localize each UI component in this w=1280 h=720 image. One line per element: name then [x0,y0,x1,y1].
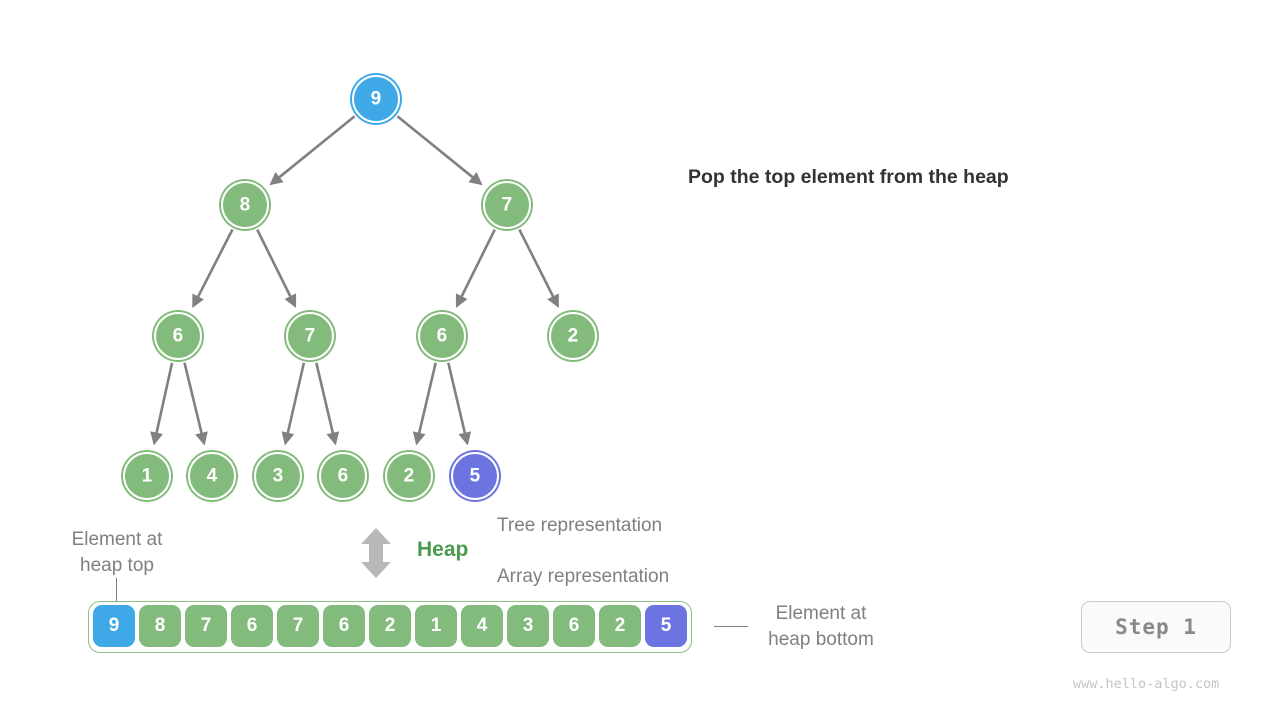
tree-node-value: 6 [172,325,184,346]
tree-edge [412,362,437,446]
tree-node-n10: 6 [319,452,367,500]
tree-node-value: 7 [501,194,513,215]
array-cell: 7 [185,605,227,647]
element-at-heap-bottom-line2: heap bottom [768,629,874,650]
array-cell: 6 [323,605,365,647]
tree-node-value: 6 [436,325,448,346]
tree-node-value: 2 [567,325,579,346]
tree-node-n8: 4 [188,452,236,500]
tree-node-n3: 6 [154,312,202,360]
tree-edge [396,115,483,186]
tree-edge [183,362,208,446]
tree-node-n4: 7 [286,312,334,360]
tree-node-value: 7 [304,325,316,346]
tree-node-value: 9 [370,88,382,109]
double-arrow-vertical-icon [358,527,394,579]
tree-edge [269,115,356,186]
tree-node-n6: 2 [549,312,597,360]
array-representation-label: Array representation [497,566,670,587]
tree-node-n0: 9 [352,75,400,123]
step-badge: Step 1 [1081,601,1231,653]
tree-edge [256,229,297,308]
element-at-heap-bottom-annotation: Element at heap bottom [752,601,890,653]
tree-node-n2: 7 [483,181,531,229]
tree-node-value: 6 [337,465,349,486]
array-cell: 1 [415,605,457,647]
element-at-heap-bottom-line1: Element at [775,603,867,624]
array-cell: 6 [231,605,273,647]
tree-node-value: 2 [403,465,415,486]
tree-node-n9: 3 [254,452,302,500]
tree-node-value: 8 [239,194,251,215]
array-cell: 2 [599,605,641,647]
array-cell: 7 [277,605,319,647]
tree-node-n5: 6 [418,312,466,360]
array-cell: 9 [93,605,135,647]
tree-node-value: 3 [272,465,284,486]
tree-edge [281,362,306,446]
tree-representation-label: Tree representation [497,515,663,536]
array-cell: 4 [461,605,503,647]
heap-bottom-leader-line [714,626,748,628]
array-cell: 6 [553,605,595,647]
tree-edge [150,362,174,446]
tree-node-n11: 2 [385,452,433,500]
array-cell: 8 [139,605,181,647]
tree-edge [315,362,340,446]
tree-node-value: 1 [141,465,153,486]
tree-edge [447,362,472,446]
watermark: www.hello-algo.com [1073,676,1220,692]
tree-node-n7: 1 [123,452,171,500]
tree-edge [192,228,234,309]
array-cell: 3 [507,605,549,647]
array-cell: 5 [645,605,687,647]
element-at-heap-top-line1: Element at [71,529,163,550]
heap-top-leader-line [116,578,118,604]
array-cell: 2 [369,605,411,647]
element-at-heap-top-line2: heap top [80,555,154,576]
heap-label: Heap [417,538,469,561]
element-at-heap-top-annotation: Element at heap top [60,527,174,579]
tree-node-value: 4 [206,465,218,486]
page-title: Pop the top element from the heap [688,166,1009,188]
tree-edge [518,228,560,308]
tree-node-n12: 5 [451,452,499,500]
tree-node-value: 5 [469,465,481,486]
tree-edge [455,229,496,308]
tree-node-n1: 8 [221,181,269,229]
